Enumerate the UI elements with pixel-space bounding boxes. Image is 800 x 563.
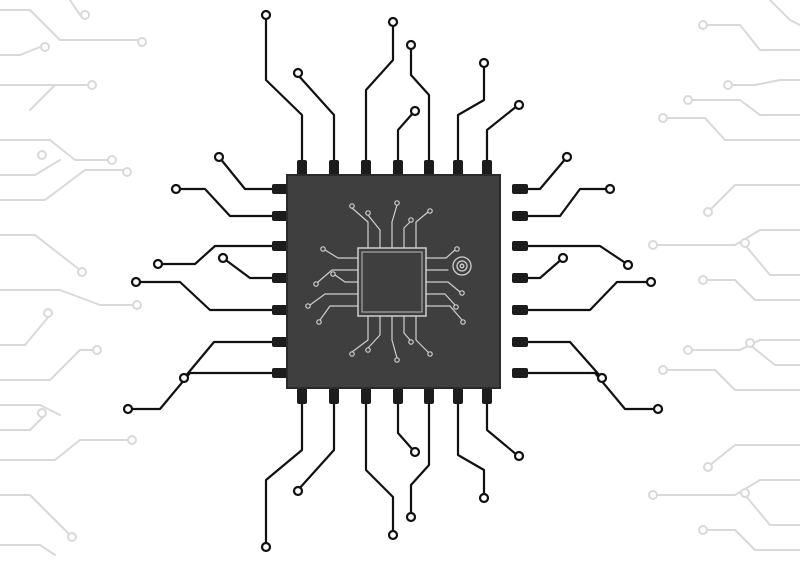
chip-swirl-mark [452, 256, 472, 276]
chip-inner-pads [305, 200, 466, 363]
background-pads-right [648, 20, 755, 535]
background-pads-left [37, 10, 147, 542]
trace-pads [122, 9, 664, 553]
chip-body [286, 174, 501, 389]
chip-inner-traces [309, 204, 463, 359]
chip-die-inner [361, 251, 423, 313]
chip-traces [126, 13, 660, 549]
chip-pins [272, 160, 528, 404]
background-traces-right [654, 0, 800, 551]
background-traces-left [0, 0, 141, 556]
